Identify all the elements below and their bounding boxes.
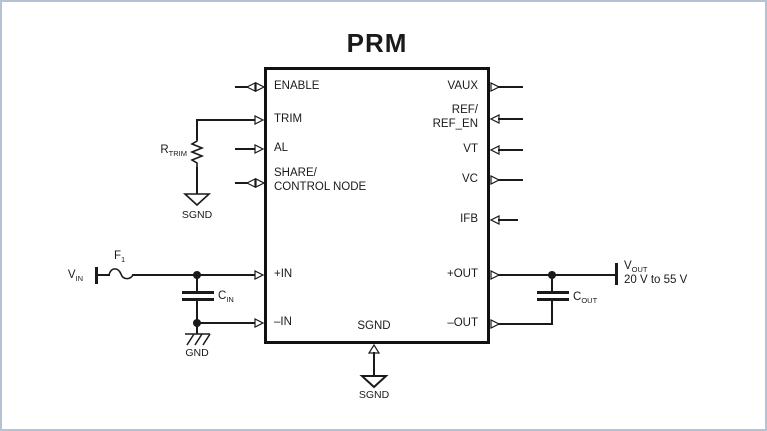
output-arrow-icon bbox=[490, 270, 501, 280]
pin-label-share-line1: SHARE/ bbox=[274, 167, 317, 179]
output-arrow-icon bbox=[490, 82, 501, 92]
pin-label-vt: VT bbox=[463, 143, 478, 155]
wire-rtrim-bottom bbox=[196, 167, 198, 194]
pin-label-ref-line2: REF_EN bbox=[432, 117, 478, 130]
chassis-ground-icon bbox=[185, 333, 211, 346]
cin-label: CIN bbox=[218, 290, 234, 306]
cin-plate-bottom bbox=[182, 298, 214, 301]
wire-plus-out bbox=[498, 274, 617, 276]
junction-dot bbox=[193, 319, 201, 327]
pin-label-sgnd: SGND bbox=[357, 320, 391, 332]
cout-plate-bottom bbox=[537, 298, 569, 301]
cin-ref: C bbox=[218, 290, 227, 302]
wire-vc bbox=[498, 179, 523, 181]
trim-ground-label: SGND bbox=[181, 209, 213, 221]
input-arrow-icon bbox=[254, 115, 265, 125]
fuse-label: F1 bbox=[114, 250, 125, 266]
vout-range: 20 V to 55 V bbox=[624, 274, 688, 286]
pin-label-share: SHARE/ CONTROL NODE bbox=[274, 167, 366, 194]
wire-vaux bbox=[498, 86, 523, 88]
cin-plate-top bbox=[182, 291, 214, 294]
pin-label-enable: ENABLE bbox=[274, 80, 320, 92]
pin-label-minus-in: –IN bbox=[274, 316, 292, 328]
bidirectional-arrow-icon bbox=[245, 178, 266, 188]
pin-label-share-line2: CONTROL NODE bbox=[274, 180, 367, 193]
junction-dot bbox=[193, 271, 201, 279]
vout-terminal bbox=[615, 263, 618, 285]
pin-label-ifb: IFB bbox=[460, 213, 478, 225]
wire-cout-bottom bbox=[551, 301, 553, 325]
wire-vt bbox=[498, 149, 523, 151]
cout-label: COUT bbox=[573, 291, 597, 307]
wire-share bbox=[235, 182, 249, 184]
pin-label-plus-in: +IN bbox=[274, 268, 293, 280]
rtrim-sub: TRIM bbox=[168, 149, 187, 158]
pin-label-trim: TRIM bbox=[274, 113, 303, 125]
pin-label-al: AL bbox=[274, 142, 289, 154]
output-arrow-icon bbox=[490, 175, 501, 185]
input-arrow-icon bbox=[254, 270, 265, 280]
pin-label-vaux: VAUX bbox=[447, 80, 478, 92]
vin-label: VIN bbox=[68, 269, 83, 285]
wire-al bbox=[235, 148, 256, 150]
input-ground-label: GND bbox=[185, 347, 209, 359]
prm-module-box bbox=[264, 67, 490, 344]
pin-label-vc: VC bbox=[462, 173, 478, 185]
input-arrow-icon bbox=[254, 144, 265, 154]
resistor-icon bbox=[189, 138, 205, 168]
wire-cin-bottom bbox=[196, 301, 198, 323]
wire-ifb bbox=[498, 219, 518, 221]
cout-ref: C bbox=[573, 291, 582, 303]
fuse-ref: F bbox=[114, 250, 122, 262]
pin-label-minus-out: –OUT bbox=[447, 317, 478, 329]
fuse-sub: 1 bbox=[121, 255, 126, 264]
wire-cout-top bbox=[551, 276, 553, 293]
bidirectional-arrow-icon bbox=[245, 82, 266, 92]
vout-sub: OUT bbox=[631, 265, 648, 274]
sgnd-ground-icon bbox=[359, 375, 389, 389]
vout-label: VOUT bbox=[624, 260, 648, 276]
wire-sgnd-stem bbox=[373, 352, 375, 376]
vout-ref: V bbox=[624, 260, 632, 272]
signal-ground-label: SGND bbox=[358, 389, 390, 401]
wire-minus-in bbox=[198, 322, 257, 324]
cout-sub: OUT bbox=[581, 296, 598, 305]
wire-enable bbox=[235, 86, 249, 88]
wire-ref bbox=[498, 118, 523, 120]
cin-sub: IN bbox=[226, 295, 234, 304]
pin-label-ref: REF/ REF_EN bbox=[433, 104, 478, 131]
sgnd-ground-icon bbox=[182, 193, 212, 207]
rtrim-ref: R bbox=[160, 144, 169, 156]
pin-label-ref-line1: REF/ bbox=[451, 104, 478, 116]
wire-rtrim-top bbox=[196, 119, 198, 140]
junction-dot bbox=[548, 271, 556, 279]
rtrim-label: RTRIM bbox=[160, 144, 187, 160]
wire-cin-top bbox=[196, 276, 198, 293]
wire-trim bbox=[197, 119, 257, 121]
output-arrow-icon bbox=[490, 319, 501, 329]
wire-vin-to-fuse bbox=[97, 274, 110, 276]
cout-plate-top bbox=[537, 291, 569, 294]
vin-sub: IN bbox=[75, 274, 84, 283]
pin-label-plus-out: +OUT bbox=[447, 268, 478, 280]
fuse-icon bbox=[108, 268, 134, 280]
vin-ref: V bbox=[67, 269, 76, 281]
input-arrow-icon bbox=[254, 318, 265, 328]
module-title: PRM bbox=[346, 28, 408, 58]
vin-terminal bbox=[95, 267, 98, 284]
wire-gnd-stem bbox=[196, 324, 198, 334]
wire-minus-out bbox=[498, 323, 553, 325]
